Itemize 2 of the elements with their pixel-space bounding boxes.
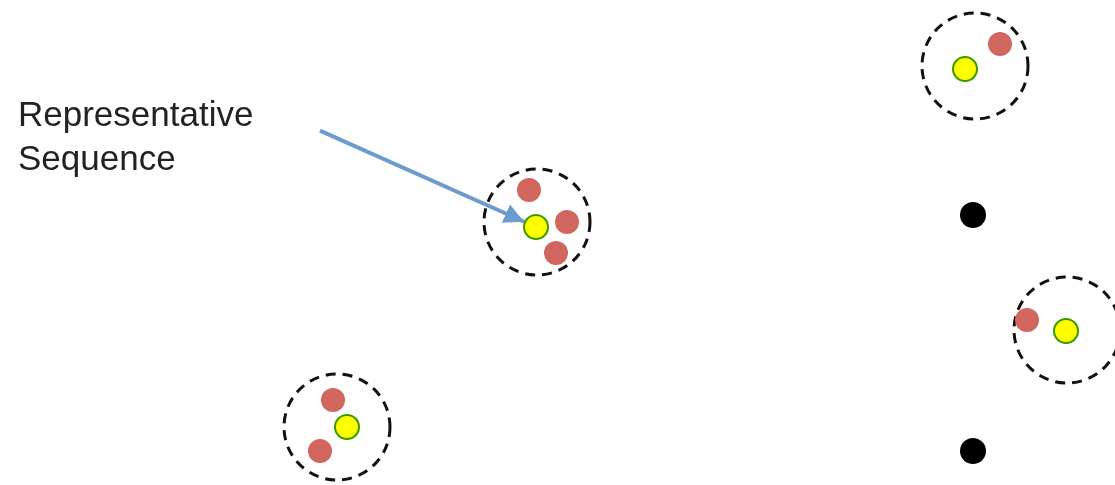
arrow <box>319 128 525 224</box>
annotation-text: Representative Sequence <box>18 92 320 184</box>
